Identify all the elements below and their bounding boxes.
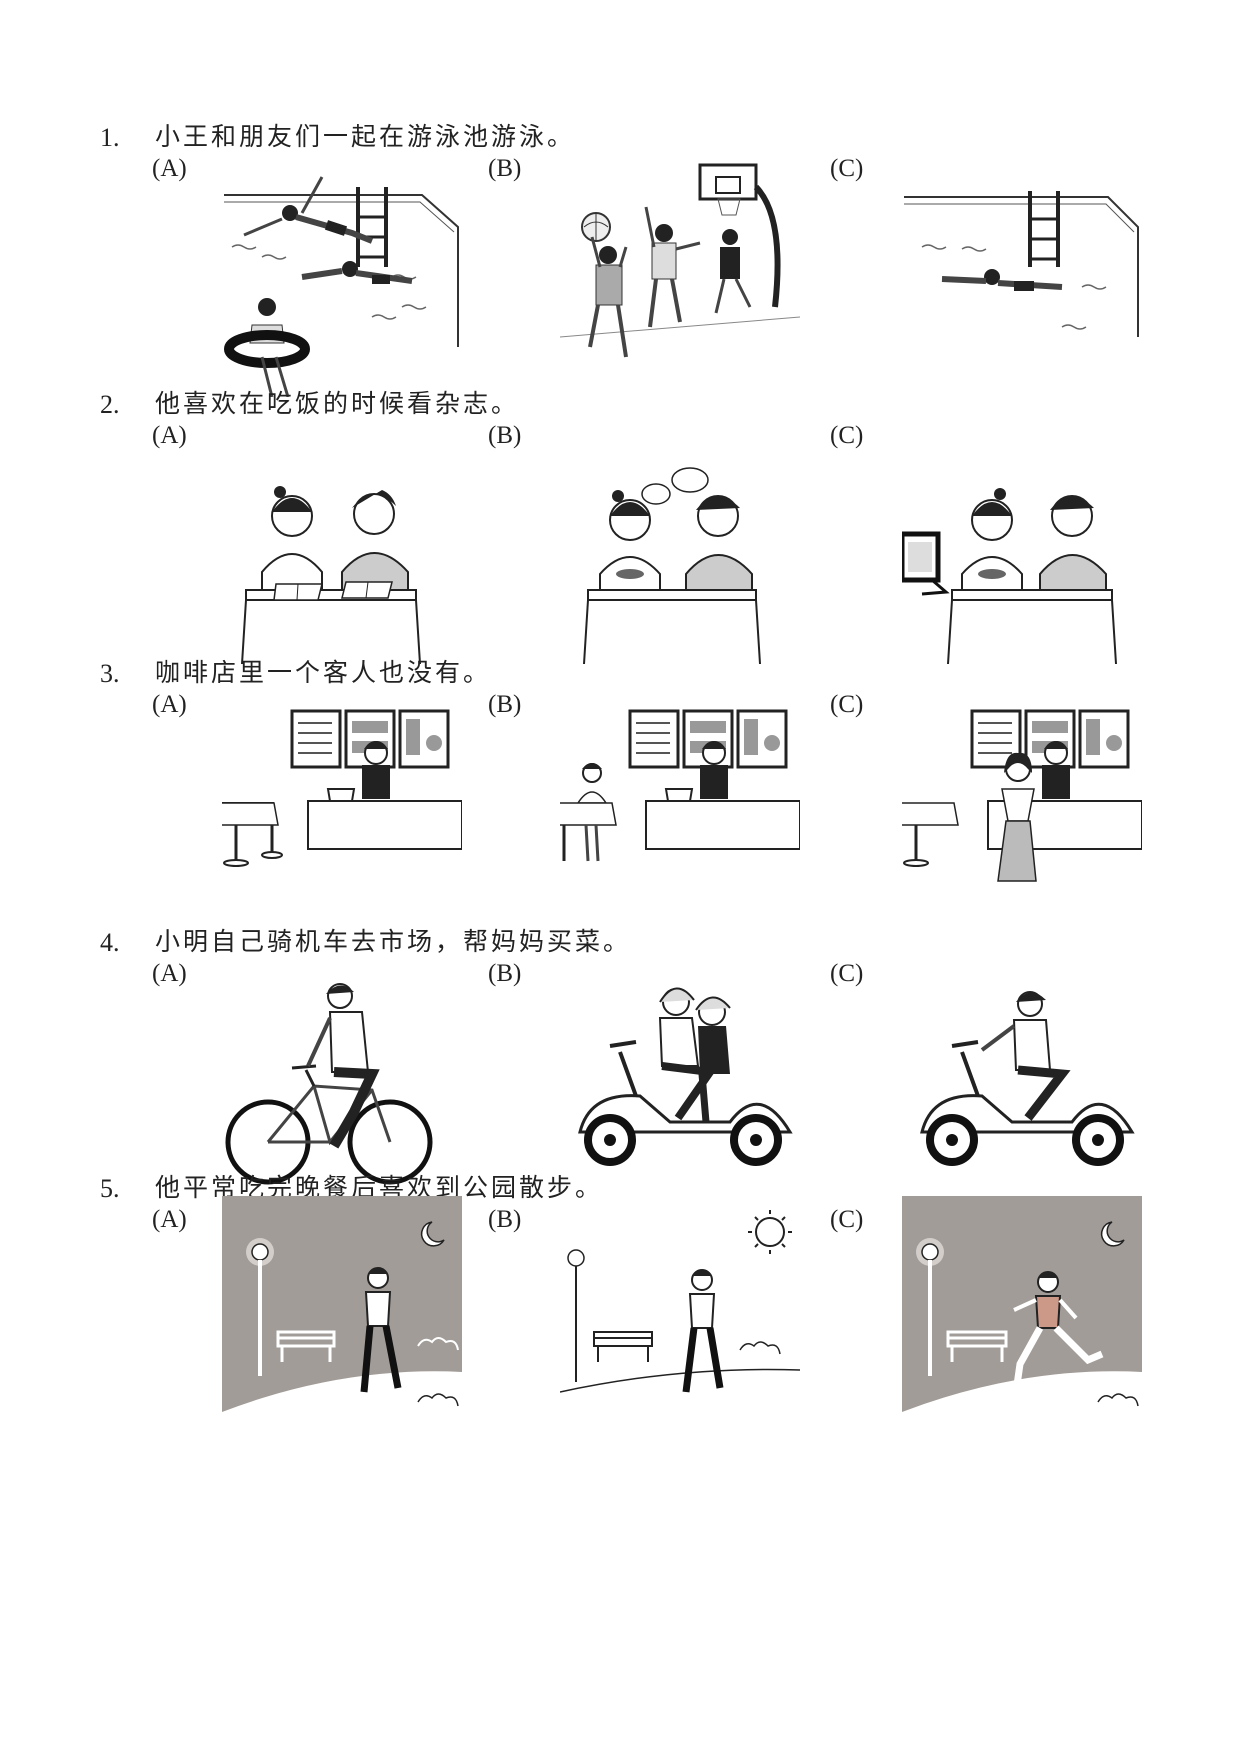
option-c-label[interactable]: (C) (830, 155, 864, 182)
daytime-park-walking-illustration[interactable] (560, 1196, 800, 1436)
two-riders-scooter-illustration[interactable] (560, 962, 800, 1202)
option-b-label[interactable]: (B) (488, 960, 522, 987)
question-text: 他喜欢在吃饭的时候看杂志。 (155, 389, 520, 418)
option-c-label[interactable]: (C) (830, 422, 864, 449)
option-a-label[interactable]: (A) (152, 155, 187, 182)
option-c-label[interactable]: (C) (830, 691, 864, 718)
question-5: 5. 他平常吃完晚餐后喜欢到公园散步。 (A) (B) (C) (0, 1168, 1241, 1468)
question-text: 咖啡店里一个客人也没有。 (155, 658, 492, 687)
cafe-one-customer-illustration[interactable] (560, 693, 800, 933)
night-park-walking-illustration[interactable] (222, 1196, 462, 1436)
option-c-label[interactable]: (C) (830, 960, 864, 987)
pool-group-swimming-illustration[interactable] (222, 157, 462, 397)
couple-watching-tv-illustration[interactable] (902, 424, 1142, 664)
pool-single-swimmer-illustration[interactable] (902, 157, 1142, 397)
question-text: 小王和朋友们一起在游泳池游泳。 (155, 122, 576, 151)
option-a-label[interactable]: (A) (152, 960, 187, 987)
couple-talking-illustration[interactable] (560, 424, 800, 664)
night-park-running-illustration[interactable] (902, 1196, 1142, 1436)
question-number: 4. (100, 928, 120, 957)
option-a-label[interactable]: (A) (152, 1206, 187, 1233)
option-a-label[interactable]: (A) (152, 422, 187, 449)
question-number: 3. (100, 659, 120, 688)
boy-riding-bicycle-illustration[interactable] (222, 962, 462, 1202)
option-b-label[interactable]: (B) (488, 1206, 522, 1233)
question-3: 3. 咖啡店里一个客人也没有。 (A) (B) (C) (0, 653, 1241, 953)
question-text: 小明自己骑机车去市场，帮妈妈买菜。 (155, 927, 632, 956)
basketball-game-illustration[interactable] (560, 157, 800, 397)
option-b-label[interactable]: (B) (488, 691, 522, 718)
empty-cafe-illustration[interactable] (222, 693, 462, 933)
question-2: 2. 他喜欢在吃饭的时候看杂志。 (A) (B) (C) (0, 384, 1241, 684)
couple-reading-magazines-illustration[interactable] (222, 424, 462, 664)
option-c-label[interactable]: (C) (830, 1206, 864, 1233)
question-number: 2. (100, 390, 120, 419)
question-4: 4. 小明自己骑机车去市场，帮妈妈买菜。 (A) (B) (C) (0, 922, 1241, 1222)
option-a-label[interactable]: (A) (152, 691, 187, 718)
question-number: 5. (100, 1174, 120, 1203)
cafe-woman-customer-illustration[interactable] (902, 693, 1142, 933)
option-b-label[interactable]: (B) (488, 155, 522, 182)
question-1: 1. 小王和朋友们一起在游泳池游泳。 (A) (B) (C) (0, 117, 1241, 417)
option-b-label[interactable]: (B) (488, 422, 522, 449)
boy-riding-scooter-illustration[interactable] (902, 962, 1142, 1202)
question-number: 1. (100, 123, 120, 152)
